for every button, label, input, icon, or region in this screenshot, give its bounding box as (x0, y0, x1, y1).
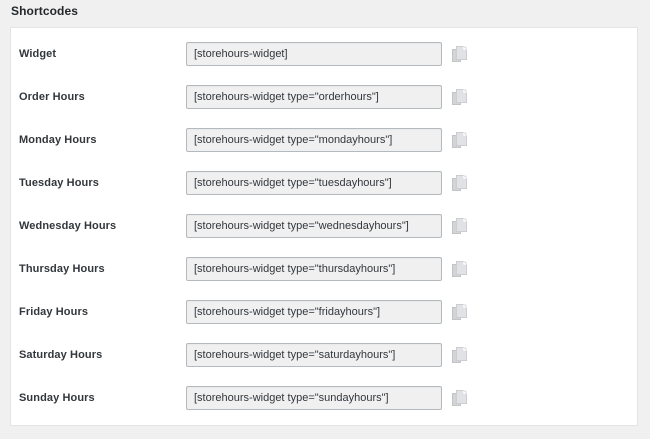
shortcode-label-6: Friday Hours (19, 306, 89, 318)
copy-icon (452, 88, 474, 106)
shortcode-input-3[interactable] (186, 171, 442, 195)
copy-icon (452, 260, 474, 278)
copy-icon (452, 389, 474, 407)
copy-shortcode-button-2[interactable] (452, 130, 474, 150)
page-title: Shortcodes (11, 4, 79, 18)
shortcode-input-7[interactable] (186, 343, 442, 367)
copy-shortcode-button-0[interactable] (452, 44, 474, 64)
copy-icon (452, 131, 474, 149)
copy-shortcode-button-7[interactable] (452, 345, 474, 365)
shortcode-row-1: Order Hours (11, 85, 637, 109)
shortcode-input-6[interactable] (186, 300, 442, 324)
copy-shortcode-button-5[interactable] (452, 259, 474, 279)
shortcode-row-8: Sunday Hours (11, 386, 637, 410)
copy-icon (452, 174, 474, 192)
shortcode-label-7: Saturday Hours (19, 349, 103, 361)
shortcode-label-8: Sunday Hours (19, 392, 95, 404)
shortcode-input-8[interactable] (186, 386, 442, 410)
shortcode-row-5: Thursday Hours (11, 257, 637, 281)
copy-icon (452, 217, 474, 235)
copy-shortcode-button-6[interactable] (452, 302, 474, 322)
shortcode-row-2: Monday Hours (11, 128, 637, 152)
shortcode-label-4: Wednesday Hours (19, 220, 117, 232)
shortcodes-card: Widget Order Hours (10, 27, 638, 426)
shortcode-input-5[interactable] (186, 257, 442, 281)
copy-shortcode-button-1[interactable] (452, 87, 474, 107)
copy-icon (452, 303, 474, 321)
shortcode-label-3: Tuesday Hours (19, 177, 99, 189)
shortcode-row-0: Widget (11, 42, 637, 66)
shortcode-row-6: Friday Hours (11, 300, 637, 324)
shortcode-row-3: Tuesday Hours (11, 171, 637, 195)
copy-shortcode-button-3[interactable] (452, 173, 474, 193)
copy-icon (452, 346, 474, 364)
copy-icon (452, 45, 474, 63)
shortcode-label-0: Widget (19, 48, 57, 60)
copy-shortcode-button-8[interactable] (452, 388, 474, 408)
copy-shortcode-button-4[interactable] (452, 216, 474, 236)
shortcode-row-7: Saturday Hours (11, 343, 637, 367)
shortcode-row-4: Wednesday Hours (11, 214, 637, 238)
shortcode-label-1: Order Hours (19, 91, 85, 103)
shortcode-input-2[interactable] (186, 128, 442, 152)
shortcode-input-4[interactable] (186, 214, 442, 238)
shortcode-input-1[interactable] (186, 85, 442, 109)
shortcode-input-0[interactable] (186, 42, 442, 66)
shortcode-label-5: Thursday Hours (19, 263, 105, 275)
shortcode-label-2: Monday Hours (19, 134, 97, 146)
